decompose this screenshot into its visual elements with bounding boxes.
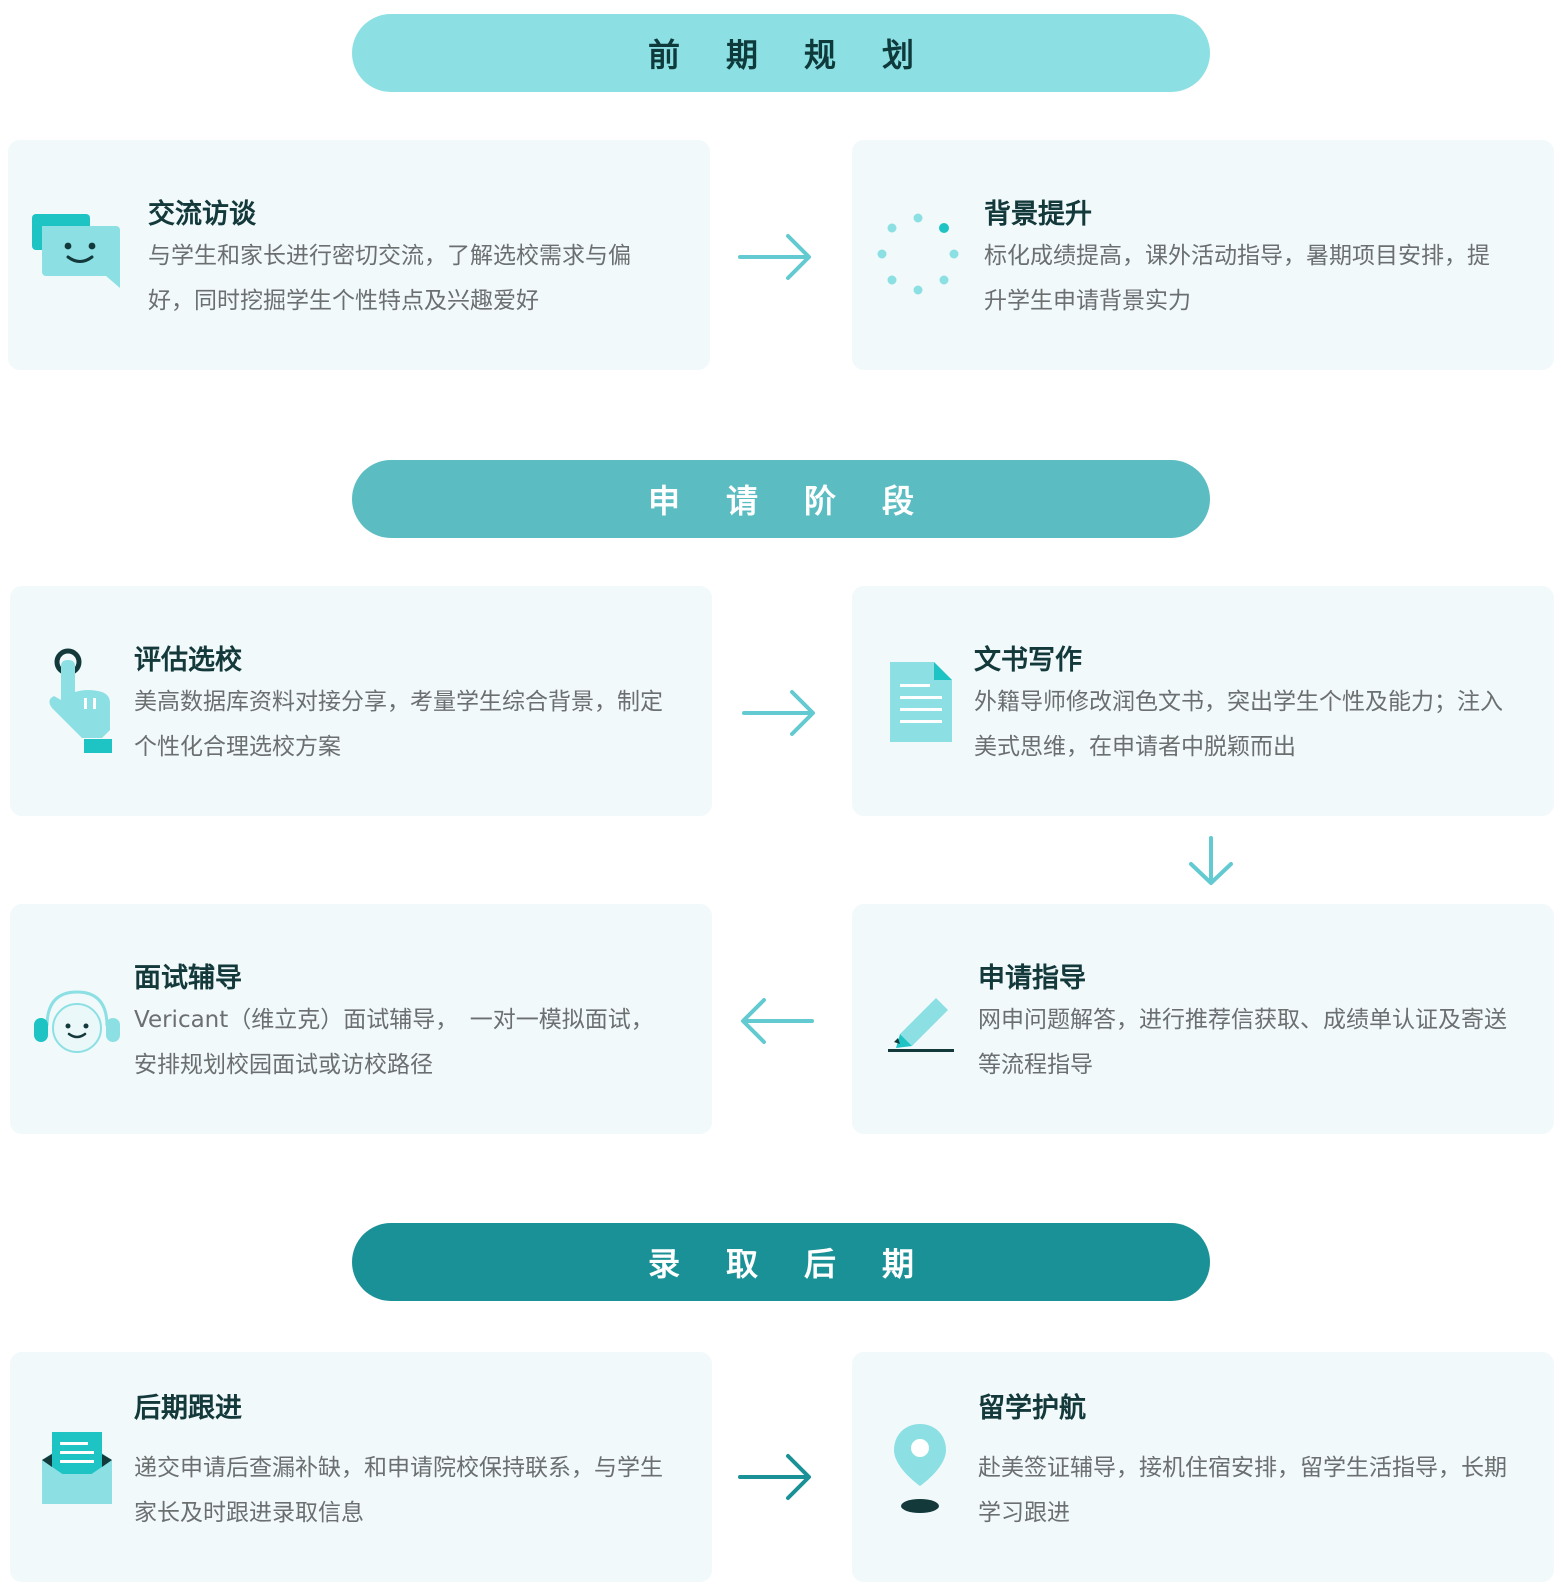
- arrow-left-icon: [741, 998, 814, 1044]
- card-description: 与学生和家长进行密切交流，了解选校需求与偏好，同时挖掘学生个性特点及兴趣爱好: [148, 243, 631, 314]
- location-pin-icon: [894, 1424, 946, 1513]
- stage-banner-application: 申请阶段: [352, 460, 1210, 538]
- card-follow-up: 后期跟进 递交申请后查漏补缺，和申请院校保持联系，与学生家长及时跟进录取信息: [10, 1352, 712, 1582]
- hand-pointer-icon: [49, 648, 112, 753]
- card-description: 外籍导师修改润色文书，突出学生个性及能力；注入美式思维，在申请者中脱颖而出: [974, 689, 1503, 760]
- card-background-improvement: 背景提升 标化成绩提高，课外活动指导，暑期项目安排，提升学生申请背景实力: [852, 140, 1554, 370]
- card-description: 美高数据库资料对接分享，考量学生综合背景，制定个性化合理选校方案: [134, 689, 663, 760]
- arrow-right-icon: [742, 690, 815, 736]
- card-study-abroad-escort: 留学护航 赴美签证辅导，接机住宿安排，留学生活指导，长期学习跟进: [852, 1352, 1554, 1582]
- card-title: 申请指导: [978, 963, 1086, 994]
- arrow-right-icon: [738, 1454, 811, 1500]
- loading-dots-icon: [877, 213, 959, 295]
- card-title: 后期跟进: [134, 1393, 242, 1424]
- card-title: 留学护航: [978, 1393, 1086, 1424]
- card-essay-writing: 文书写作 外籍导师修改润色文书，突出学生个性及能力；注入美式思维，在申请者中脱颖…: [852, 586, 1554, 816]
- card-interview-coaching: 面试辅导 Vericant（维立克）面试辅导， 一对一模拟面试，安排规划校园面试…: [10, 904, 712, 1134]
- card-school-evaluation: 评估选校 美高数据库资料对接分享，考量学生综合背景，制定个性化合理选校方案: [10, 586, 712, 816]
- pencil-icon: [888, 998, 954, 1052]
- card-application-guidance: 申请指导 网申问题解答，进行推荐信获取、成绩单认证及寄送等流程指导: [852, 904, 1554, 1134]
- card-title: 交流访谈: [148, 199, 256, 230]
- card-description: 赴美签证辅导，接机住宿安排，留学生活指导，长期学习跟进: [978, 1455, 1507, 1526]
- card-title: 评估选校: [134, 645, 242, 676]
- stage-banner-planning: 前期规划: [352, 14, 1210, 92]
- card-description: 标化成绩提高，课外活动指导，暑期项目安排，提升学生申请背景实力: [984, 243, 1490, 314]
- card-description: 网申问题解答，进行推荐信获取、成绩单认证及寄送等流程指导: [978, 1007, 1507, 1078]
- card-title: 面试辅导: [134, 963, 242, 994]
- stage-banner-post-admission: 录取后期: [352, 1223, 1210, 1301]
- card-description: 递交申请后查漏补缺，和申请院校保持联系，与学生家长及时跟进录取信息: [134, 1455, 663, 1526]
- card-title: 背景提升: [984, 199, 1092, 230]
- card-interview-communication: 交流访谈 与学生和家长进行密切交流，了解选校需求与偏好，同时挖掘学生个性特点及兴…: [8, 140, 710, 370]
- document-icon: [890, 662, 952, 742]
- chat-bubble-smile-icon: [32, 214, 120, 288]
- arrow-down-icon: [1189, 836, 1233, 885]
- card-description: Vericant（维立克）面试辅导， 一对一模拟面试，安排规划校园面试或访校路径: [134, 1007, 654, 1078]
- card-title: 文书写作: [974, 645, 1082, 676]
- headphones-face-icon: [34, 990, 120, 1053]
- arrow-right-icon: [738, 234, 811, 280]
- envelope-letter-icon: [42, 1432, 112, 1504]
